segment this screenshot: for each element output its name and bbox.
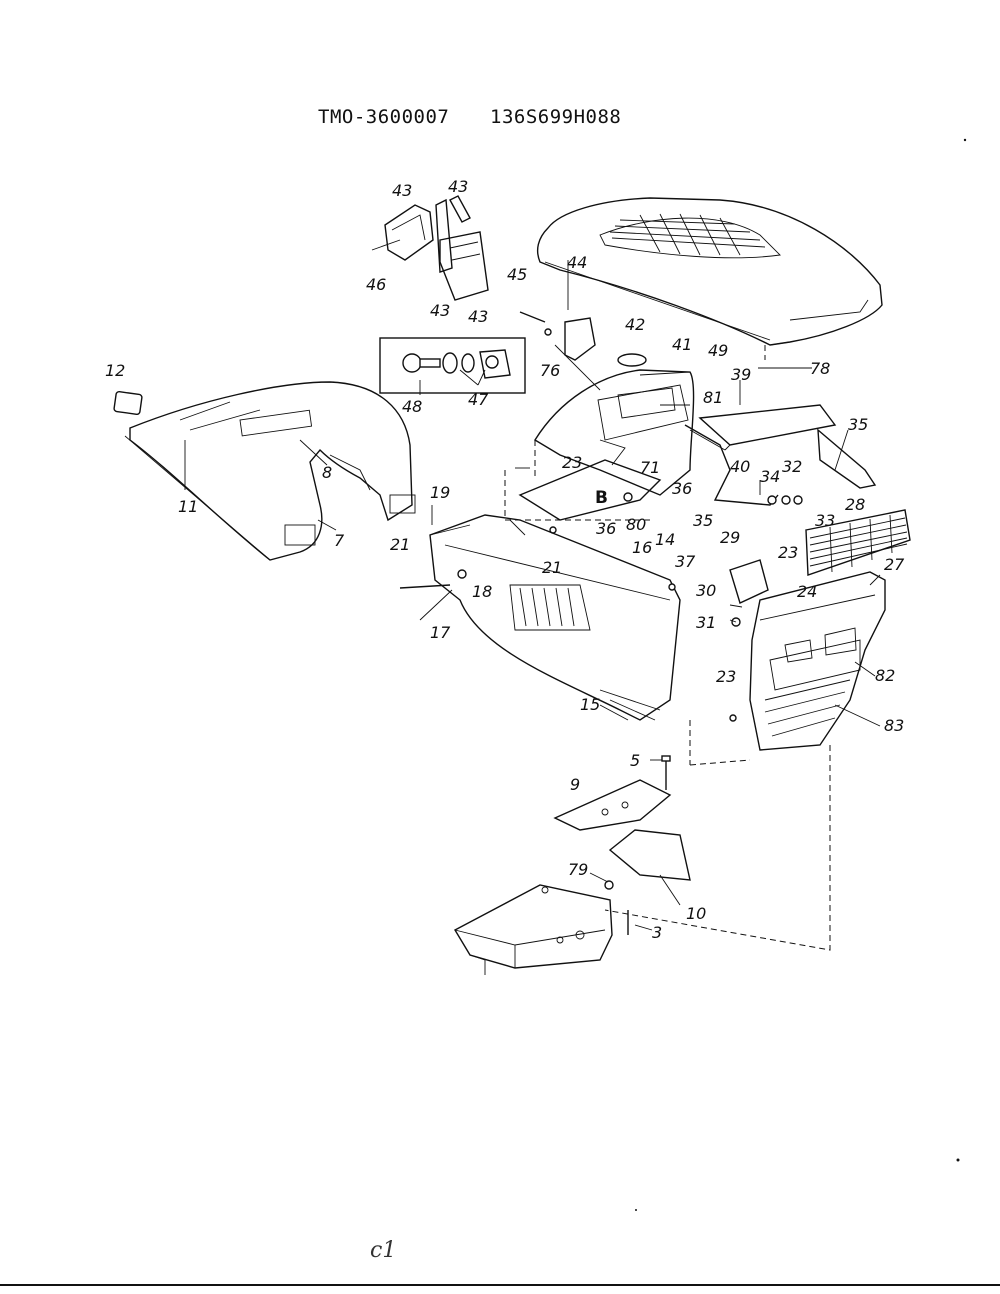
hinge-assembly xyxy=(371,195,489,301)
callout-33-a: 33 xyxy=(815,511,835,530)
ignition-switch-assembly xyxy=(379,337,526,394)
callout-42: 42 xyxy=(625,315,645,334)
lower-dash-bracket xyxy=(504,439,662,534)
callout-76: 76 xyxy=(540,361,560,380)
page-mark: c1 xyxy=(370,1238,397,1263)
callout-7: 7 xyxy=(334,531,345,550)
callout-45: 45 xyxy=(507,265,527,284)
callout-35-a: 35 xyxy=(848,415,868,434)
callout-40: 40 xyxy=(730,457,750,476)
callout-17: 17 xyxy=(430,623,451,642)
callout-39: 39 xyxy=(731,365,751,384)
callout-31: 31 xyxy=(696,613,716,632)
scan-specks xyxy=(635,138,967,1211)
callout-47: 47 xyxy=(468,390,489,409)
front-panel-part xyxy=(399,514,681,721)
callout-30: 30 xyxy=(696,581,716,600)
callout-8: 8 xyxy=(322,463,332,482)
callout-83: 83 xyxy=(884,716,904,735)
callout-79: 79 xyxy=(568,860,588,879)
callout-9: 9 xyxy=(570,775,580,794)
bottom-rule xyxy=(0,1284,1000,1286)
callout-14: 14 xyxy=(655,530,675,549)
callout-23-a: 23 xyxy=(562,453,582,472)
callout-11: 11 xyxy=(178,497,198,516)
callout-36-b: 36 xyxy=(596,519,616,538)
callout-46: 46 xyxy=(366,275,386,294)
callout-82: 82 xyxy=(875,666,895,685)
leader-lines xyxy=(184,367,881,931)
callout-24: 24 xyxy=(797,582,817,601)
callout-32: 32 xyxy=(782,457,802,476)
part-code: 136S699H088 xyxy=(490,106,622,128)
callout-23-b: 23 xyxy=(778,543,798,562)
model-code: TMO-3600007 xyxy=(318,106,450,128)
callout-3: 3 xyxy=(652,923,662,942)
callout-10: 10 xyxy=(686,904,706,923)
callout-21-a: 21 xyxy=(390,535,410,554)
grille-assembly xyxy=(729,509,911,751)
callout-19: 19 xyxy=(430,483,450,502)
hardware-fasteners xyxy=(759,480,803,505)
callout-27: 27 xyxy=(884,555,905,574)
callout-43-b: 43 xyxy=(448,177,468,196)
callout-71: 71 xyxy=(640,458,660,477)
callout-78: 78 xyxy=(810,359,830,378)
callout-43-d: 43 xyxy=(468,307,488,326)
hood-latch-parts xyxy=(519,260,647,391)
callout-48: 48 xyxy=(402,397,422,416)
callout-34: 34 xyxy=(760,467,780,486)
callout-29: 29 xyxy=(720,528,740,547)
callout-21-b: 21 xyxy=(542,558,562,577)
callout-28: 28 xyxy=(845,495,865,514)
callout-labels: 12 11 8 7 43 43 46 43 43 48 47 45 44 42 … xyxy=(105,177,905,942)
callout-16: 16 xyxy=(632,538,652,557)
mount-bracket-assembly xyxy=(684,404,877,506)
lower-support-brackets xyxy=(553,755,691,935)
callout-15: 15 xyxy=(580,695,600,714)
callout-23-c: 23 xyxy=(716,667,736,686)
callout-18: 18 xyxy=(472,582,492,601)
frame-part xyxy=(454,884,613,975)
callout-37: 37 xyxy=(675,552,696,571)
callout-43-a: 43 xyxy=(392,181,412,200)
hood-part xyxy=(536,197,883,346)
callout-49: 49 xyxy=(708,341,728,360)
emblem-part xyxy=(113,390,143,416)
callout-41: 41 xyxy=(672,335,692,354)
callout-12: 12 xyxy=(105,361,125,380)
dash-panel-part xyxy=(534,369,695,496)
callout-80: 80 xyxy=(626,515,646,534)
reference-lines xyxy=(604,345,831,951)
callout-35-b: 35 xyxy=(693,511,713,530)
fender-part xyxy=(124,381,416,561)
callout-81: 81 xyxy=(703,388,723,407)
callout-b: B xyxy=(595,488,608,508)
callout-36-a: 36 xyxy=(672,479,692,498)
callout-5: 5 xyxy=(630,751,640,770)
callout-44: 44 xyxy=(567,253,587,272)
callout-43-c: 43 xyxy=(430,301,450,320)
